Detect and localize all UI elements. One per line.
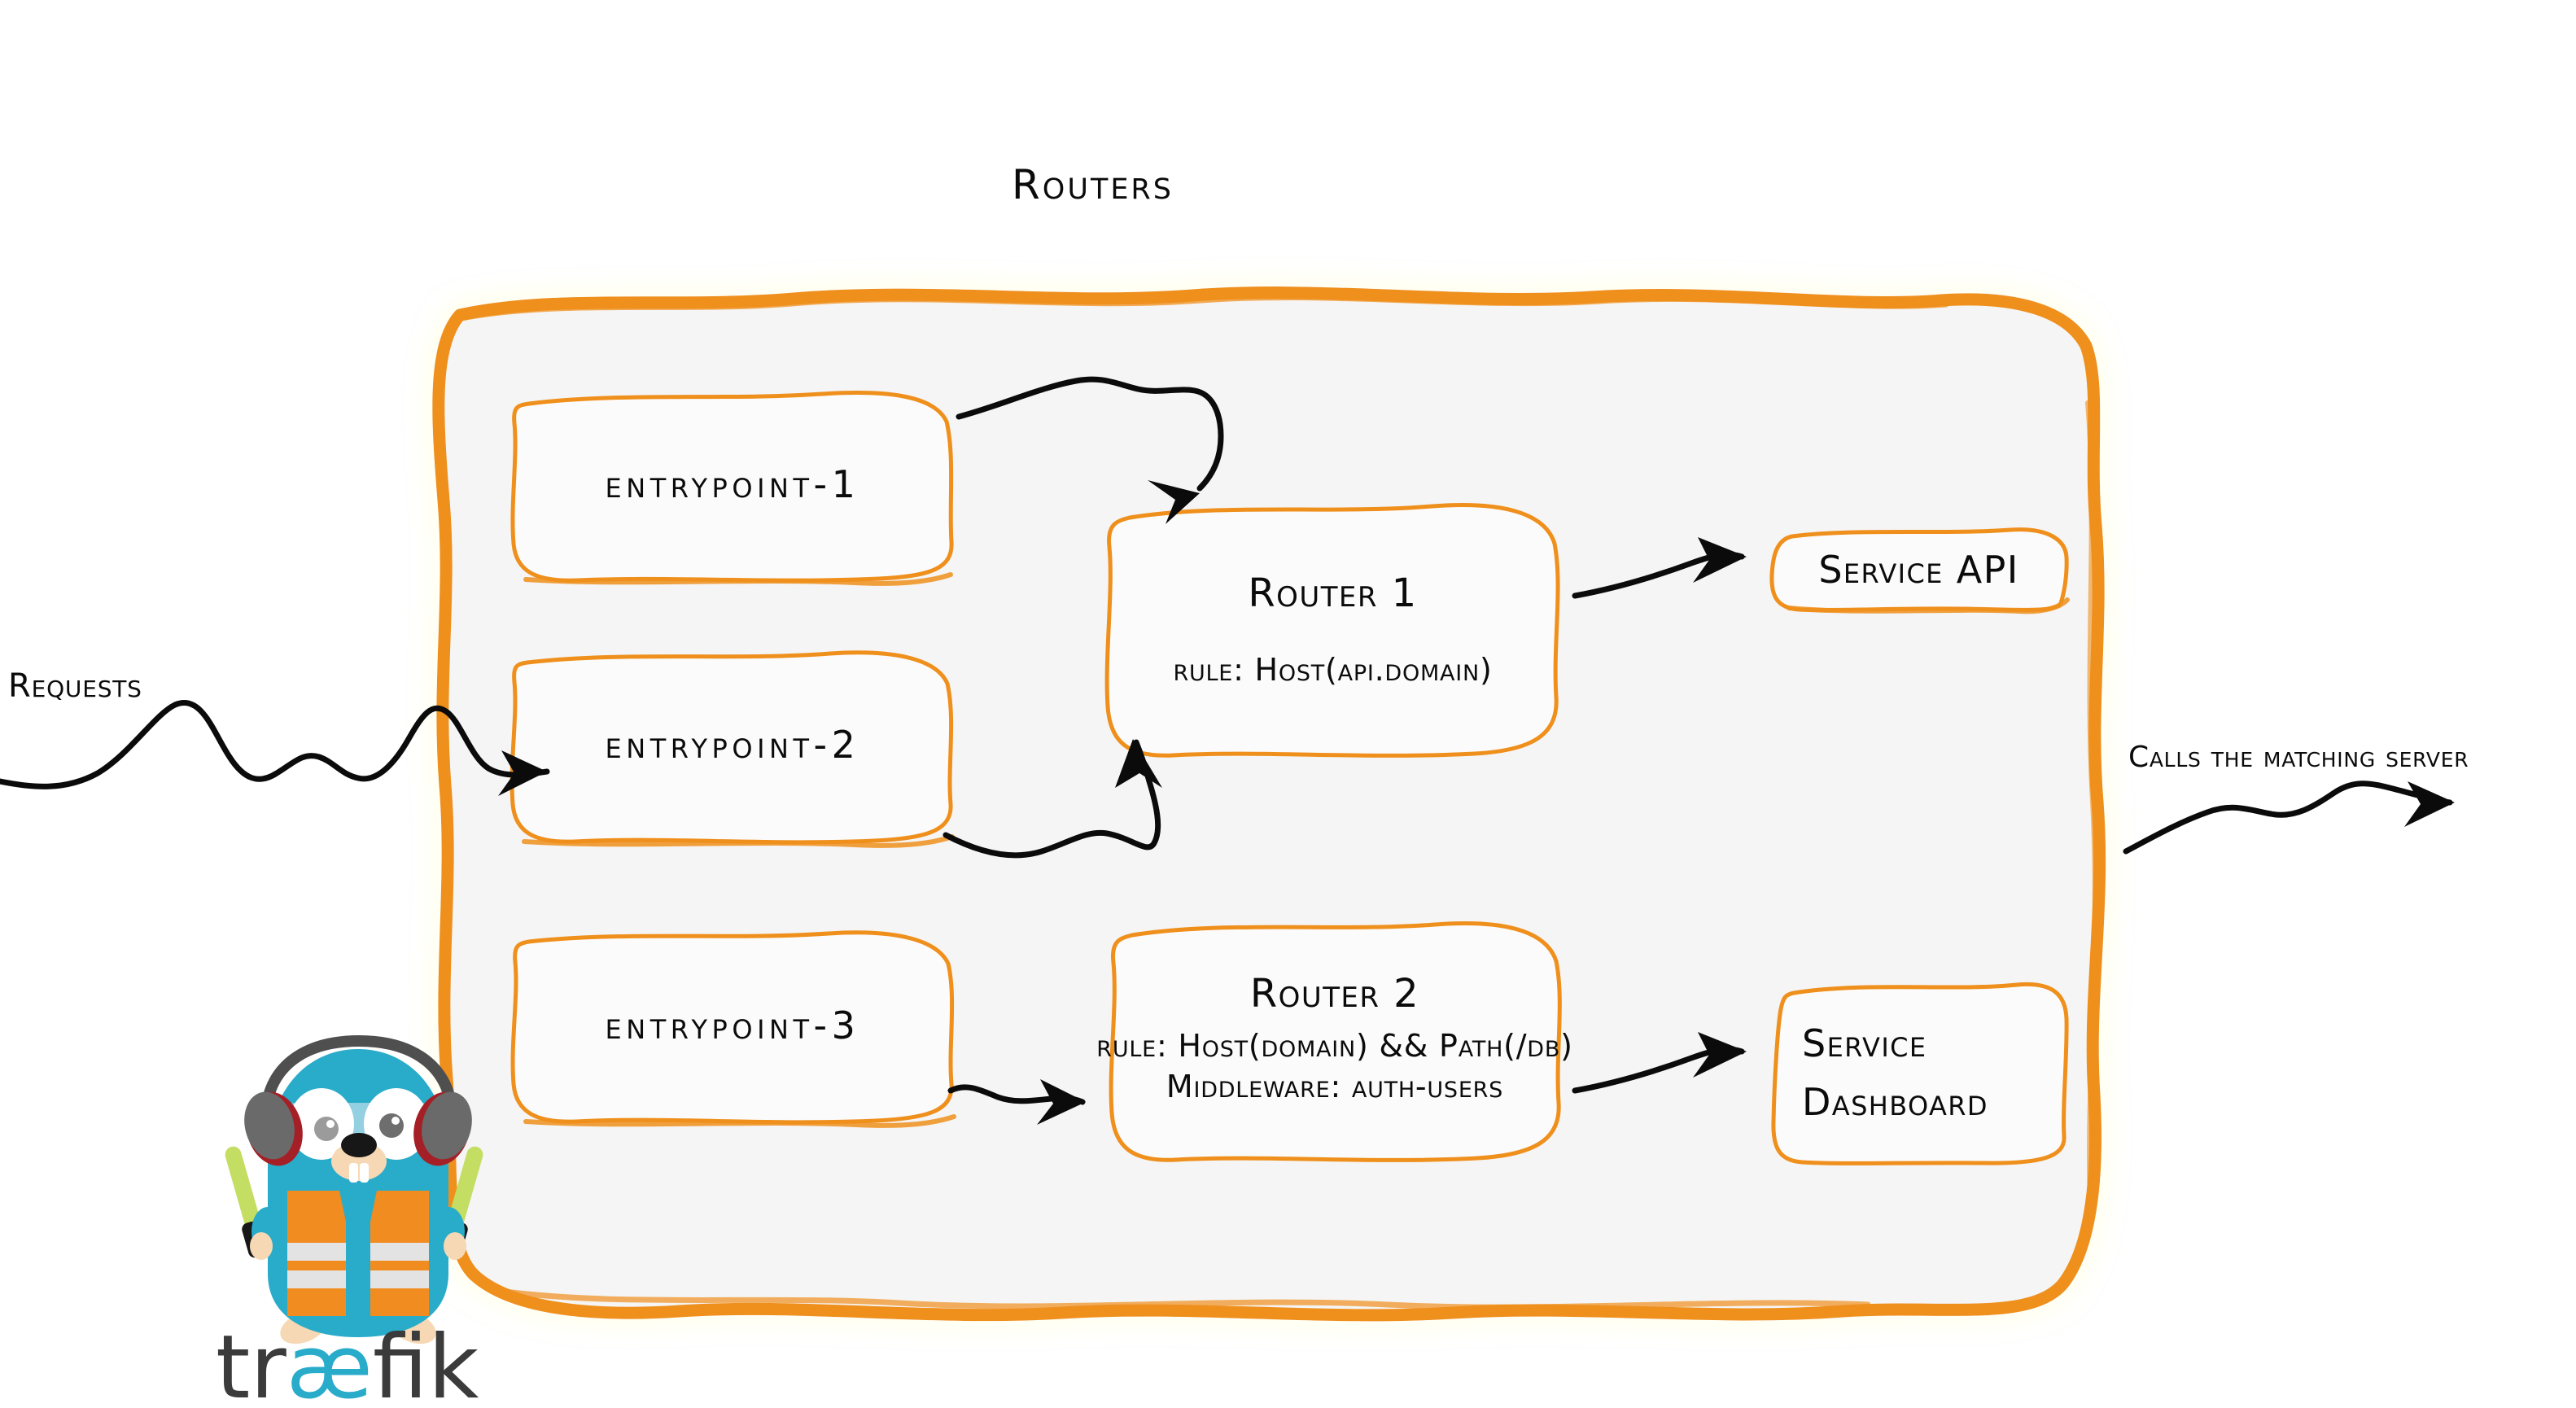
traefik-wordmark-pre: tr: [216, 1317, 286, 1408]
requests-text: Requests: [8, 667, 142, 705]
router-1-box[interactable]: Router 1 rule: Host(api.domain): [1099, 496, 1567, 761]
gopher-hand-right: [444, 1232, 466, 1260]
traefik-wordmark: træfik: [216, 1317, 479, 1408]
gopher-headphone-band: [260, 1034, 457, 1113]
gopher-earcup-left: [244, 1091, 295, 1160]
entrypoint-1-box[interactable]: entrypoint-1: [505, 383, 960, 586]
entrypoint-2-box[interactable]: entrypoint-2: [505, 643, 960, 848]
page-title: Routers: [0, 161, 2576, 208]
calls-label: Calls the matching server: [2128, 741, 2469, 774]
gopher-vest-stripe-a: [287, 1243, 346, 1261]
traefik-wordmark-post: fik: [373, 1317, 479, 1408]
page-title-text: Routers: [1012, 161, 1174, 208]
gopher-pupil-right: [379, 1113, 404, 1138]
traefik-wordmark-ae: æ: [286, 1317, 373, 1408]
gopher-tooth-left: [349, 1163, 358, 1183]
gopher-hand-left: [250, 1232, 273, 1260]
service-dashboard-box[interactable]: Service Dashboard: [1766, 977, 2071, 1168]
gopher-vest-stripe-b: [287, 1270, 346, 1288]
traefik-logo: træfik: [216, 1030, 501, 1408]
service-api-box[interactable]: Service API: [1766, 525, 2071, 614]
arrow-calls-head: [2404, 781, 2455, 827]
router-2-box[interactable]: Router 2 rule: Host(domain) && Path(/db)…: [1096, 916, 1572, 1164]
gopher-pupil-left: [314, 1117, 339, 1141]
gopher-nose: [341, 1133, 377, 1157]
gopher-tooth-right: [360, 1163, 369, 1183]
gopher-earcup-right: [422, 1091, 472, 1160]
entrypoint-3-box[interactable]: entrypoint-3: [505, 924, 960, 1128]
arrow-calls-line: [2123, 781, 2453, 855]
requests-label: Requests: [8, 667, 142, 705]
calls-text: Calls the matching server: [2128, 741, 2469, 774]
